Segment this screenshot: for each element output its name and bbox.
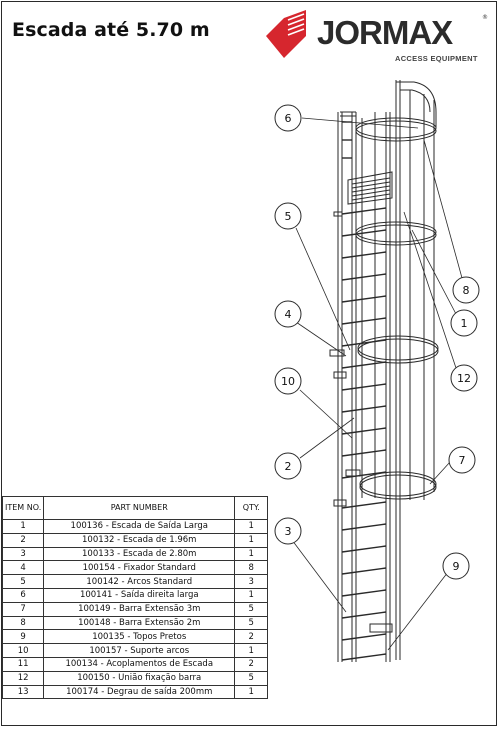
registered-mark: ® [482,14,488,21]
ladder-rungs [341,121,387,661]
callout-1: 1 [450,309,478,337]
svg-text:1: 1 [461,317,468,330]
callout-3: 3 [274,517,302,545]
jormax-emblem-icon [266,10,306,58]
page-title: Escada até 5.70 m [12,19,210,41]
svg-text:5: 5 [285,210,292,223]
svg-text:9: 9 [453,560,460,573]
callout-8: 8 [452,276,480,304]
callout-leaders [291,117,463,651]
callout-9: 9 [442,552,470,580]
brand-name: JORMAX [317,14,453,51]
callout-5: 5 [274,202,302,230]
header-part-number: PART NUMBER [43,496,236,520]
svg-text:2: 2 [285,460,292,473]
brand-logo: JORMAX ® ACCESS EQUIPMENT [262,6,496,68]
svg-text:10: 10 [281,375,295,388]
svg-text:7: 7 [459,454,466,467]
svg-text:4: 4 [285,308,292,321]
header-qty: QTY. [234,496,269,520]
callout-2: 2 [274,452,302,480]
svg-text:6: 6 [285,112,292,125]
parts-table-header: ITEM NO. PART NUMBER QTY. [1,496,269,520]
callout-7: 7 [448,446,476,474]
callout-4: 4 [274,300,302,328]
callout-12: 12 [450,364,478,392]
svg-text:12: 12 [457,372,471,385]
callout-6: 6 [274,104,302,132]
header-item-no: ITEM NO. [1,496,45,520]
svg-text:3: 3 [285,525,292,538]
brand-tagline: ACCESS EQUIPMENT [395,54,478,63]
svg-text:8: 8 [463,284,470,297]
callout-10: 10 [274,367,302,395]
